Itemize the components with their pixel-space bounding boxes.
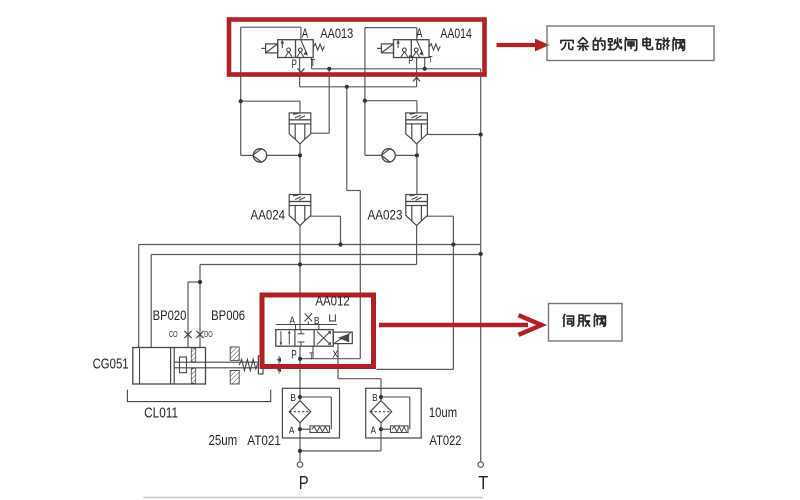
svg-text:P: P — [292, 57, 297, 71]
svg-text:P: P — [408, 55, 413, 67]
svg-text:BP020: BP020 — [153, 307, 187, 323]
svg-text:T: T — [478, 473, 488, 493]
svg-text:AA013: AA013 — [320, 25, 353, 41]
svg-text:AA014: AA014 — [440, 25, 472, 41]
svg-text:P: P — [299, 473, 309, 493]
svg-text:A: A — [370, 424, 376, 436]
svg-text:CO: CO — [169, 330, 178, 339]
svg-text:CL011: CL011 — [144, 406, 178, 422]
svg-text:T: T — [311, 58, 316, 69]
svg-text:X: X — [332, 348, 338, 360]
svg-text:AA012: AA012 — [315, 292, 350, 308]
svg-text:T: T — [429, 54, 433, 65]
svg-text:AA024: AA024 — [251, 207, 286, 223]
svg-text:10um: 10um — [429, 405, 457, 421]
svg-text:AA023: AA023 — [368, 207, 403, 223]
svg-text:BP006: BP006 — [211, 307, 245, 323]
svg-text:DO: DO — [204, 330, 213, 339]
svg-text:A: A — [289, 424, 295, 436]
svg-text:25um: 25um — [208, 433, 237, 449]
svg-text:A: A — [416, 27, 423, 41]
svg-text:B: B — [314, 316, 320, 327]
svg-text:B: B — [290, 392, 296, 404]
svg-text:T: T — [309, 351, 314, 362]
svg-text:B: B — [372, 392, 378, 404]
svg-text:CG051: CG051 — [93, 356, 129, 372]
svg-text:P: P — [291, 348, 297, 362]
svg-text:AT022: AT022 — [430, 433, 462, 449]
svg-text:AT021: AT021 — [247, 433, 281, 449]
svg-text:A: A — [290, 315, 296, 326]
svg-text:A: A — [302, 27, 309, 41]
